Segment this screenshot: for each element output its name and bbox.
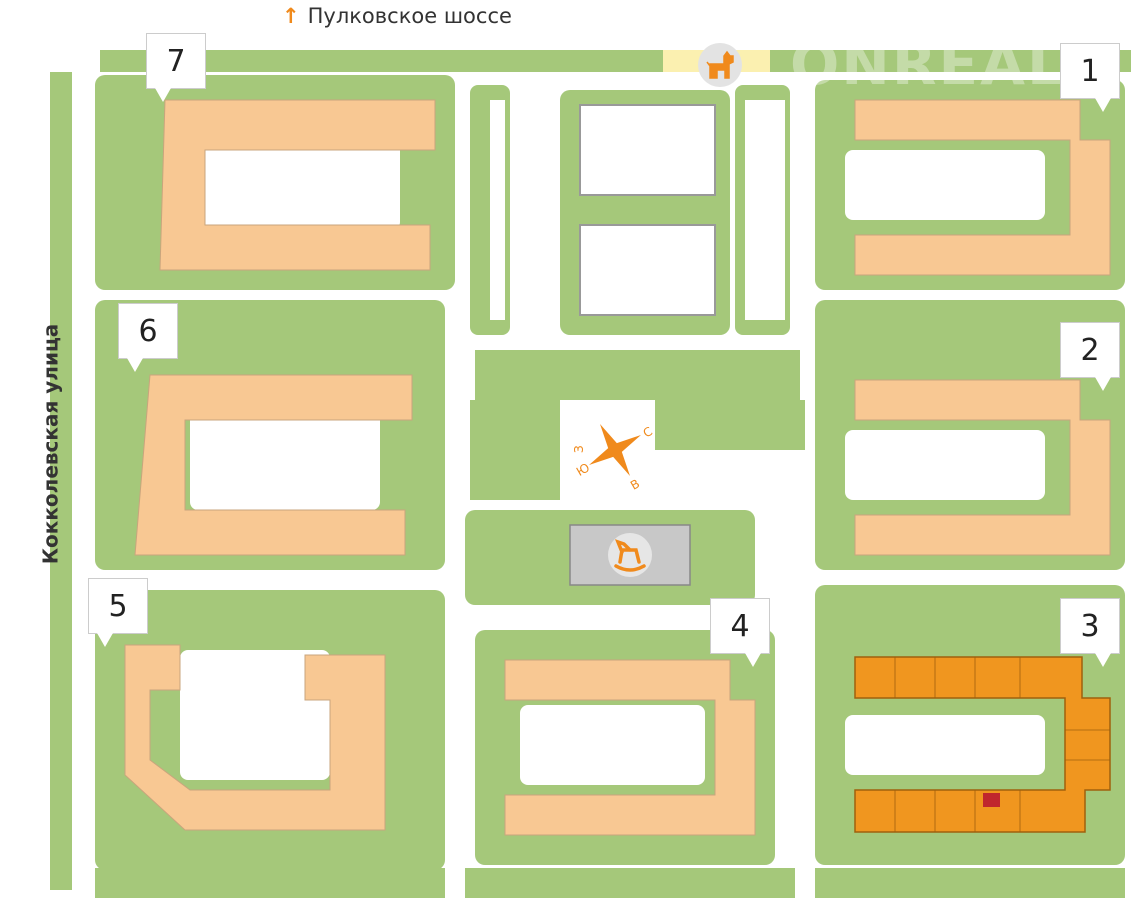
building-3[interactable]	[854, 656, 1111, 833]
building-4[interactable]	[504, 659, 756, 836]
arrow-up-icon: ↑	[282, 4, 300, 28]
building-3-sections	[894, 657, 1110, 832]
building-1[interactable]	[854, 99, 1111, 276]
dog-area-marker	[698, 43, 742, 87]
watermark: ONREAL	[790, 30, 1066, 98]
building-label-5[interactable]: 5	[88, 578, 148, 647]
building-label-7[interactable]: 7	[146, 33, 206, 102]
building-6[interactable]	[134, 374, 413, 556]
compass-west: З	[572, 445, 586, 453]
road-label-left: Кокколевская улица	[38, 323, 63, 565]
courtyards	[180, 100, 1045, 785]
building-5[interactable]	[124, 644, 386, 831]
building-label-4[interactable]: 4	[710, 598, 770, 667]
building-label-1[interactable]: 1	[1060, 43, 1120, 112]
parking-building-2	[579, 224, 716, 316]
selected-apartment[interactable]	[983, 793, 1000, 807]
rocking-horse-icon	[614, 539, 646, 572]
dog-icon	[706, 50, 734, 79]
building-label-2[interactable]: 2	[1060, 322, 1120, 391]
building-2[interactable]	[854, 379, 1111, 556]
road-name-top: Пулковское шоссе	[307, 4, 512, 28]
road-label-top: ↑ Пулковское шоссе	[282, 4, 512, 28]
building-label-3[interactable]: 3	[1060, 598, 1120, 667]
building-7[interactable]	[159, 99, 436, 271]
building-label-6[interactable]: 6	[118, 303, 178, 372]
parking-building-1	[579, 104, 716, 196]
compass-south: Ю	[574, 460, 592, 479]
kindergarten	[569, 524, 691, 586]
